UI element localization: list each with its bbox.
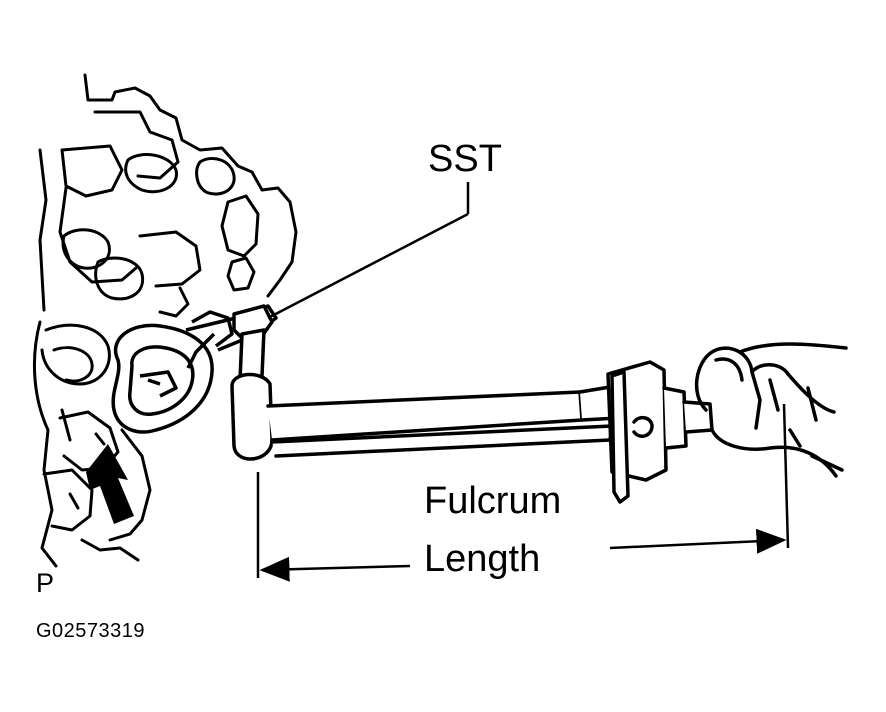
- transmission-housing: [32, 73, 298, 568]
- fulcrum-label: Fulcrum: [424, 480, 562, 522]
- sst-label: SST: [428, 138, 502, 180]
- dimension-arrow-right: [609, 528, 787, 554]
- sst-leader-line-diagonal: [267, 212, 469, 320]
- torque-wrench: [230, 360, 714, 504]
- fulcrum-dimension: [256, 403, 790, 582]
- length-label: Length: [424, 538, 541, 580]
- sst-socket: [232, 304, 274, 382]
- dimension-arrow-left: [259, 556, 411, 582]
- dimension-extension-right: [782, 403, 790, 549]
- corner-mark: P: [36, 568, 55, 598]
- direction-arrow-icon: [86, 444, 134, 524]
- hand: [694, 342, 848, 478]
- figure-id: G02573319: [36, 620, 146, 642]
- loop-bracket: [111, 304, 278, 434]
